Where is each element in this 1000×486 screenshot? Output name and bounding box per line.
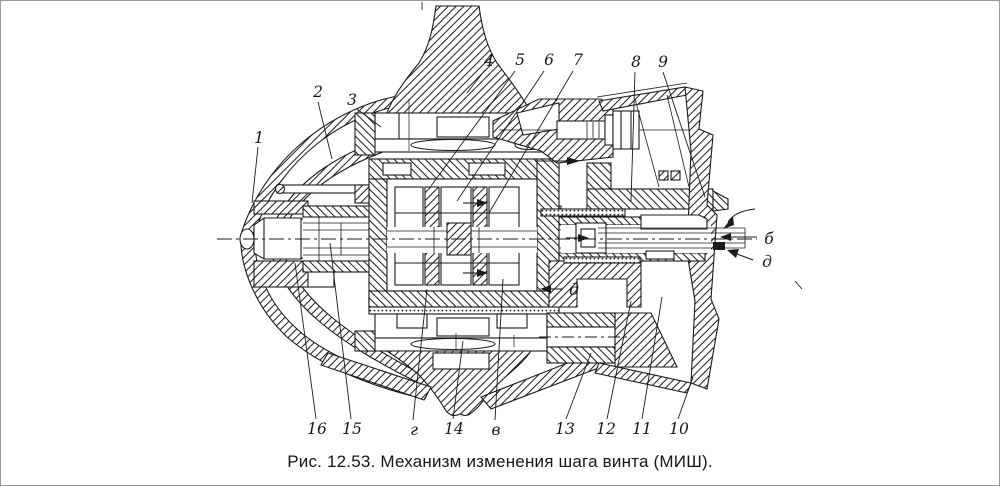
lower-blade-stub	[320, 313, 602, 417]
callout-4: 4	[483, 52, 494, 70]
pitch-cylinder-block	[354, 158, 560, 315]
callout-d-inner: д	[569, 281, 579, 299]
callout-13: 13	[555, 420, 575, 438]
callout-1: 1	[254, 129, 264, 147]
callout-leader-lines	[251, 69, 706, 421]
callout-v: в	[491, 421, 500, 439]
callout-14: 14	[444, 420, 464, 438]
callout-12: 12	[596, 420, 616, 438]
rear-hub-assembly	[492, 98, 729, 368]
callout-3: 3	[347, 91, 357, 109]
callout-10: 10	[669, 420, 689, 438]
callout-6: 6	[544, 51, 554, 69]
pitch-change-mechanism-drawing: 1 2 3 4 5 6 7 8 9 16 15 г 14 в 13 12 11 …	[217, 2, 803, 439]
oil-flow-arrows	[463, 157, 757, 293]
callout-15: 15	[342, 420, 362, 438]
callout-11: 11	[632, 420, 652, 438]
callout-9: 9	[658, 53, 668, 71]
figure-caption: Рис. 12.53. Механизм изменения шага винт…	[287, 452, 713, 471]
callout-7: 7	[573, 51, 583, 69]
centerlines	[217, 2, 803, 351]
callout-2: 2	[312, 83, 323, 101]
callout-b: б	[764, 230, 774, 248]
callout-16: 16	[307, 420, 327, 438]
callout-5: 5	[515, 51, 525, 69]
callout-labels: 1 2 3 4 5 6 7 8 9 16 15 г 14 в 13 12 11 …	[254, 51, 774, 439]
callout-8: 8	[631, 53, 641, 71]
callout-g: г	[410, 421, 418, 439]
callout-d-right: д	[762, 253, 772, 271]
